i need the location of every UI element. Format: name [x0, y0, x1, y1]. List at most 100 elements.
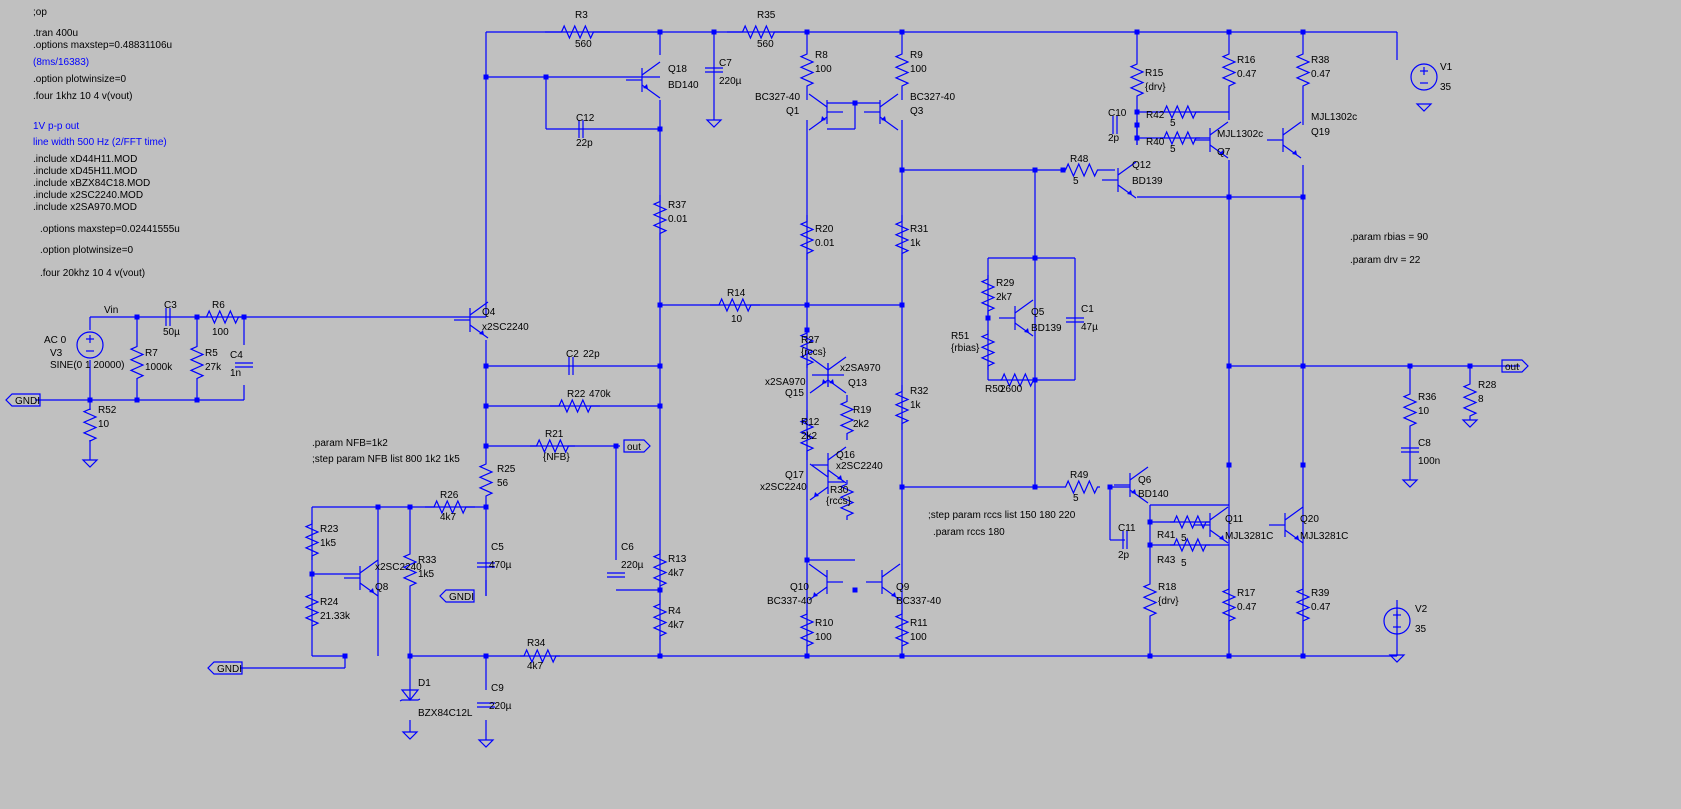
capacitor-value: 1n	[230, 368, 241, 379]
out-flag-feedback[interactable]: out	[623, 439, 651, 453]
resistor-r27[interactable]: R27{rccs}	[799, 330, 827, 368]
diode-ref: D1	[418, 678, 431, 689]
resistor-r30[interactable]: R30{rccs}	[826, 480, 855, 520]
resistor-r18[interactable]: R18{drv}	[1142, 580, 1179, 620]
ground-symbol	[81, 459, 99, 468]
resistor-value: {rbias}	[951, 343, 980, 354]
bjt-emitter	[1282, 144, 1302, 159]
resistor-r51[interactable]: R51{rbias}	[951, 330, 996, 370]
bjt-emitter	[1014, 322, 1034, 337]
resistor-symbol	[129, 345, 145, 380]
gndi-flag-c5[interactable]: GNDI	[439, 589, 475, 603]
resistor-r21[interactable]: R21{NFB}	[530, 429, 575, 463]
bjt-arrow	[1292, 150, 1297, 155]
source-value: 35	[1440, 82, 1452, 93]
gndi-flag-q8[interactable]: GNDI	[207, 661, 243, 675]
out-flag-output[interactable]: out	[1501, 359, 1529, 373]
resistor-value: 27k	[205, 362, 222, 373]
gndi-flag-input[interactable]: GNDI	[5, 393, 41, 407]
resistor-ref: R17	[1237, 588, 1256, 599]
resistor-r15[interactable]: R15{drv}	[1129, 60, 1166, 100]
resistor-ref: R50	[985, 384, 1004, 395]
resistor-symbol	[799, 330, 815, 368]
source-value: 35	[1415, 624, 1427, 635]
resistor-value: 1k	[910, 400, 922, 411]
